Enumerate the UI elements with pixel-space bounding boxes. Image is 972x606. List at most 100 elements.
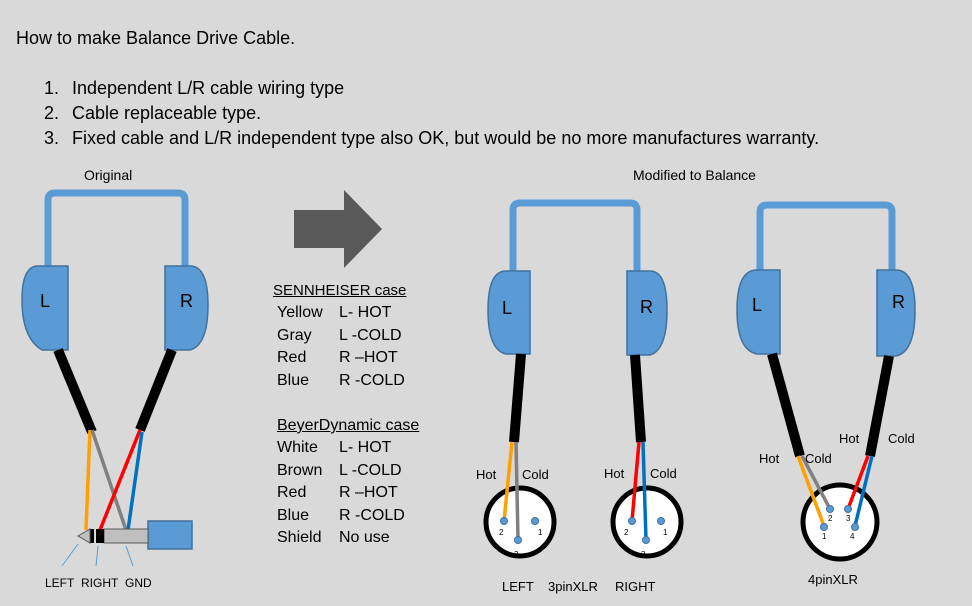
page-title: How to make Balance Drive Cable. [16,28,296,48]
xlr4-connector [800,482,880,562]
direction-arrow-icon [294,190,382,268]
xlr3-left-pin-2-label: 2 [499,528,504,537]
mid-wire-gray [514,441,520,541]
xlr3-left-pin-2 [500,517,508,525]
original-right-cup [164,265,209,351]
mid-wire-blue [641,441,648,541]
mid-wire-yellow [502,441,514,522]
mid-wire-red [630,441,641,522]
mid-left-cold-label: Cold [522,467,549,482]
original-cup-l-label: L [40,291,51,311]
xlr4-pin-4-label: 4 [850,532,855,541]
xlr3-name-label: 3pinXLR [548,579,598,594]
plug-left-label: LEFT [45,576,75,590]
xlr4-pin-3 [844,505,852,513]
right-wire-gray [800,455,832,510]
right-left-hot-label: Hot [759,451,780,466]
xlr3-right-pin-3 [642,536,650,544]
xlr3-right-pin-3-label: 3 [641,550,646,559]
right-left-cup [736,269,781,355]
mid-right-cold-label: Cold [650,466,677,481]
beyer-header: BeyerDynamic case [277,417,420,434]
wire-red [98,429,142,531]
mid-left-cup [487,270,531,355]
xlr3-right-pin-1 [657,517,665,525]
wire-blue [126,431,144,531]
plug-right-label: RIGHT [81,576,119,590]
right-right-cup [876,269,916,357]
plug-body [147,520,193,550]
mid-right-cable [630,354,646,443]
right-wire-red [846,455,870,510]
xlr4-pin-1 [820,523,828,531]
xlr3-left-pin-1-label: 1 [538,528,543,537]
wire-gray [90,429,128,531]
plug-tip [77,528,91,544]
xlr4-pin-4 [851,523,859,531]
plug-gnd-label: GND [125,576,152,590]
original-right-cable [135,348,177,432]
xlr3-right-label: RIGHT [615,579,656,594]
xlr3-left-pin-3 [514,536,522,544]
step-item: 3.Fixed cable and L/R independent type a… [44,128,820,148]
right-headband [756,201,896,272]
mid-headband [509,199,641,272]
right-left-cold-label: Cold [805,451,832,466]
original-headband [44,189,189,268]
right-cup-l-label: L [752,295,763,315]
original-headphone [21,189,209,567]
xlr3-left-connector [483,485,557,559]
xlr4-name-label: 4pinXLR [808,572,858,587]
mid-left-hot-label: Hot [476,467,497,482]
xlr4-pin-1-label: 1 [822,532,827,541]
step-item: 1.Independent L/R cable wiring type [44,78,345,98]
xlr3-left-pin-3-label: 3 [514,550,519,559]
mid-cup-r-label: R [640,297,653,317]
right-wire-yellow [796,455,826,527]
modified-caption: Modified to Balance [633,167,756,183]
plug-shaft [103,528,149,544]
xlr4-pin-2-label: 2 [828,514,833,523]
right-wire-blue [853,455,874,527]
mid-left-cable [509,353,526,443]
mid-right-cup [626,270,668,356]
steps-list: 1.Independent L/R cable wiring type 2.Ca… [44,76,819,151]
right-cup-r-label: R [892,292,905,312]
right-left-cable [767,352,805,458]
plug-ring-2 [90,529,94,543]
original-caption: Original [84,167,133,183]
original-cup-r-label: R [180,291,193,311]
xlr3-left-label: LEFT [502,579,534,594]
plug-pointer-lines [61,543,134,567]
xlr4-pin-3-label: 3 [846,514,851,523]
right-right-cable [865,355,894,457]
sennheiser-header: SENNHEISER case [273,282,407,299]
xlr3-right-pin-1-label: 1 [663,528,668,537]
right-right-cold-label: Cold [888,431,915,446]
modified-3pin-headphone [483,199,684,559]
original-left-cable [53,348,97,434]
modified-4pin-headphone [736,201,916,562]
xlr3-left-pin-1 [531,517,539,525]
xlr3-right-pin-2-label: 2 [624,528,629,537]
step-item: 2.Cable replaceable type. [44,103,262,123]
mid-cup-l-label: L [502,298,513,318]
xlr4-pin-2 [826,505,834,513]
wire-yellow [84,429,92,531]
plug-ring-1 [96,529,104,543]
right-right-hot-label: Hot [839,431,860,446]
xlr3-right-pin-2 [628,517,636,525]
original-left-cup [21,265,69,351]
